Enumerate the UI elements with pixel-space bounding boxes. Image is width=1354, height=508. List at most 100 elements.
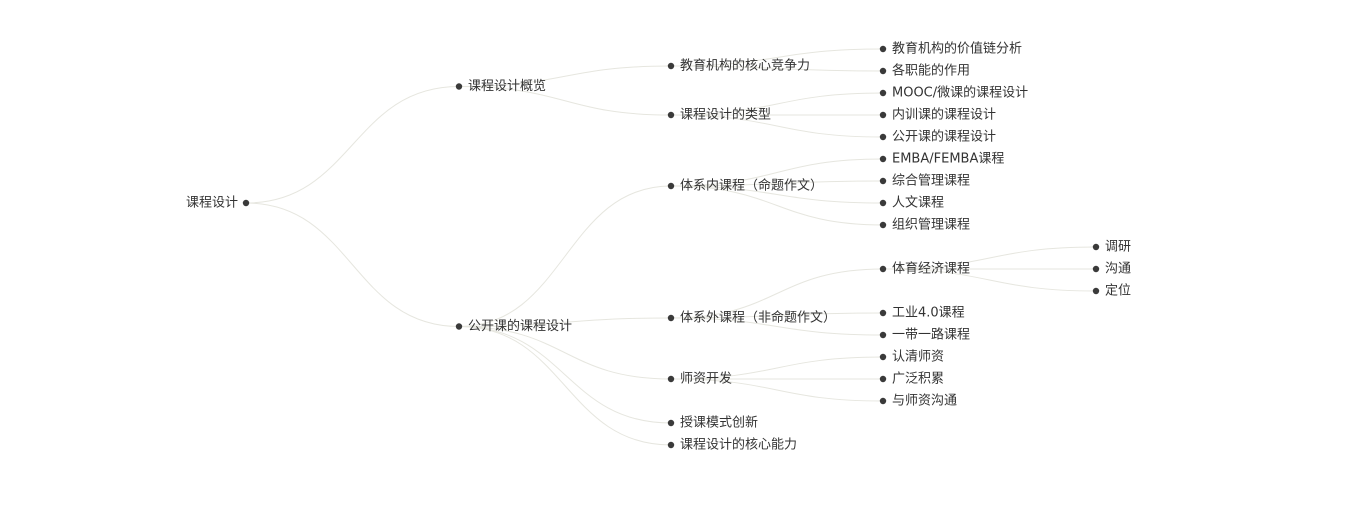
node-belt-road[interactable]: 一带一路课程: [879, 327, 970, 343]
node-dot: [667, 62, 675, 70]
node-position[interactable]: 定位: [1092, 284, 1131, 299]
node-label: 定位: [1105, 284, 1131, 299]
node-dot: [879, 353, 887, 361]
edge-public-course-to-out-system: [458, 317, 672, 327]
node-out-system[interactable]: 体系外课程（非命题作文）: [667, 310, 836, 326]
node-label: 教育机构的核心竞争力: [680, 58, 810, 74]
node-in-system[interactable]: 体系内课程（命题作文）: [667, 178, 823, 194]
node-dot: [455, 323, 463, 330]
edge-root-to-overview: [245, 86, 460, 204]
node-emba[interactable]: EMBA/FEMBA课程: [879, 152, 1005, 167]
node-core-ability[interactable]: 课程设计的核心能力: [667, 437, 797, 453]
node-root[interactable]: 课程设计: [186, 196, 250, 211]
mindmap-edges: [245, 48, 1097, 446]
node-accumulate[interactable]: 广泛积累: [879, 372, 944, 387]
edge-course-types-to-public: [670, 114, 884, 138]
edge-in-system-to-humanities: [670, 185, 884, 204]
node-dot: [879, 265, 887, 273]
node-label: 调研: [1105, 240, 1131, 255]
node-know-faculty[interactable]: 认清师资: [879, 350, 944, 365]
node-dot: [242, 199, 250, 207]
node-value-chain[interactable]: 教育机构的价值链分析: [879, 41, 1022, 57]
node-label: 课程设计概览: [468, 78, 546, 94]
node-public[interactable]: 公开课的课程设计: [879, 129, 996, 145]
node-mooc[interactable]: MOOC/微课的课程设计: [879, 85, 1028, 101]
node-course-types[interactable]: 课程设计的类型: [667, 107, 771, 123]
node-dot: [879, 89, 887, 97]
edge-root-to-public-course: [245, 202, 460, 327]
node-internal[interactable]: 内训课的课程设计: [879, 107, 996, 123]
node-dot: [879, 45, 887, 53]
node-dot: [879, 309, 887, 317]
edge-core-competence-to-functions: [670, 65, 884, 72]
edge-overview-to-core-competence: [458, 65, 672, 87]
node-org-mgmt[interactable]: 组织管理课程: [879, 218, 970, 233]
edge-public-course-to-in-system: [458, 185, 672, 327]
edge-in-system-to-org-mgmt: [670, 185, 884, 226]
edge-public-course-to-faculty: [458, 326, 672, 380]
node-label: 各职能的作用: [892, 63, 970, 79]
node-label: 组织管理课程: [892, 218, 970, 233]
node-label: 综合管理课程: [892, 174, 970, 189]
node-label: 沟通: [1105, 262, 1131, 277]
node-label: 认清师资: [892, 350, 944, 365]
node-dot: [879, 199, 887, 207]
node-dot: [879, 111, 887, 119]
node-dot: [1092, 243, 1100, 251]
edge-out-system-to-industry40: [670, 312, 884, 319]
edge-faculty-to-faculty-comm: [670, 378, 884, 402]
node-dot: [667, 441, 675, 449]
node-label: 一带一路课程: [892, 327, 970, 343]
edge-public-course-to-teaching-innovation: [458, 326, 672, 424]
edge-out-system-to-sports-economy: [670, 268, 884, 319]
node-label: MOOC/微课的课程设计: [892, 85, 1028, 101]
node-communicate[interactable]: 沟通: [1092, 262, 1131, 277]
node-overview[interactable]: 课程设计概览: [455, 78, 546, 94]
node-functions[interactable]: 各职能的作用: [879, 63, 970, 79]
edge-core-competence-to-value-chain: [670, 48, 884, 67]
node-dot: [879, 331, 887, 339]
node-label: 课程设计: [186, 196, 238, 211]
node-dot: [879, 133, 887, 141]
node-general-mgmt[interactable]: 综合管理课程: [879, 174, 970, 189]
node-label: EMBA/FEMBA课程: [892, 152, 1004, 167]
edge-sports-economy-to-position: [882, 268, 1097, 292]
node-dot: [1092, 265, 1100, 273]
node-core-competence[interactable]: 教育机构的核心竞争力: [667, 58, 810, 74]
node-dot: [879, 397, 887, 405]
node-label: 广泛积累: [892, 372, 944, 387]
node-dot: [879, 221, 887, 229]
node-sports-economy[interactable]: 体育经济课程: [879, 261, 970, 277]
node-label: 师资开发: [680, 371, 732, 387]
node-label: 体育经济课程: [892, 261, 970, 277]
node-label: 授课模式创新: [680, 415, 758, 431]
node-public-course[interactable]: 公开课的课程设计: [455, 318, 572, 334]
edge-sports-economy-to-research: [882, 246, 1097, 270]
node-dot: [879, 155, 887, 163]
node-label: 体系外课程（非命题作文）: [680, 310, 836, 326]
node-humanities[interactable]: 人文课程: [879, 196, 944, 211]
node-dot: [879, 177, 887, 185]
node-dot: [667, 375, 675, 383]
node-dot: [667, 314, 675, 322]
node-industry40[interactable]: 工业4.0课程: [879, 306, 965, 321]
edge-out-system-to-belt-road: [670, 317, 884, 336]
node-label: 与师资沟通: [892, 394, 957, 409]
node-dot: [879, 375, 887, 383]
node-faculty-comm[interactable]: 与师资沟通: [879, 394, 957, 409]
node-label: 体系内课程（命题作文）: [680, 178, 823, 194]
node-label: 课程设计的类型: [680, 107, 771, 123]
node-research[interactable]: 调研: [1092, 240, 1131, 255]
edge-in-system-to-emba: [670, 158, 884, 187]
node-label: 内训课的课程设计: [892, 107, 996, 123]
node-label: 课程设计的核心能力: [680, 437, 797, 453]
node-dot: [667, 182, 675, 190]
node-teaching-innovation[interactable]: 授课模式创新: [667, 415, 758, 431]
node-label: 公开课的课程设计: [468, 318, 572, 334]
node-dot: [455, 83, 463, 90]
edge-overview-to-course-types: [458, 86, 672, 116]
node-label: 工业4.0课程: [892, 306, 965, 321]
node-faculty[interactable]: 师资开发: [667, 371, 732, 387]
